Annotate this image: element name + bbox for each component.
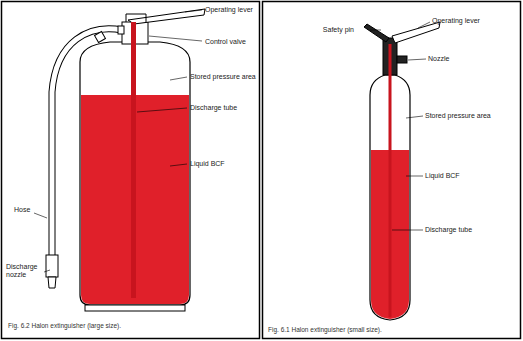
safety-pin [364, 24, 389, 42]
panel-frame [2, 2, 260, 339]
part-label: Nozzle [428, 55, 449, 63]
part-label: Operating lever [205, 6, 253, 14]
nozzle [46, 255, 58, 277]
panel-frame [263, 2, 521, 339]
large-extinguisher [34, 9, 205, 311]
part-label: Safety pin [323, 26, 354, 34]
discharge-tube [389, 44, 392, 317]
figure-caption: Fig. 6.2 Halon extinguisher (large size)… [8, 322, 121, 330]
part-label: Liquid BCF [425, 172, 460, 180]
handle [126, 14, 146, 22]
nozzle-tip [48, 277, 56, 288]
part-label: Hose [14, 206, 30, 214]
part-label: Stored pressure area [190, 73, 256, 81]
nozzle [397, 56, 407, 63]
hose-coupling [118, 26, 124, 34]
gauge [95, 32, 106, 43]
operating-lever [128, 9, 205, 24]
discharge-tube [131, 22, 136, 298]
part-label: Discharge tube [190, 104, 237, 112]
part-label: Control valve [205, 38, 246, 46]
part-label: Liquid BCF [190, 160, 225, 168]
part-label: Operating lever [432, 17, 480, 25]
small-extinguisher [364, 22, 440, 320]
base [85, 305, 185, 311]
part-label: Discharge tube [425, 226, 472, 234]
part-label: Discharge nozzle [6, 263, 44, 279]
figure-caption: Fig. 6.1 Halon extinguisher (small size)… [268, 326, 382, 334]
operating-lever [392, 22, 440, 43]
part-label: Stored pressure area [425, 112, 491, 120]
